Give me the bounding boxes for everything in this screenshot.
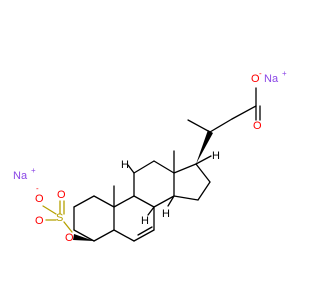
side-chain-bonds [187,87,261,164]
ring-d-bonds [173,163,211,201]
ring-a-bonds [73,195,115,242]
ester-oxygen-label: O [65,232,74,244]
hydrogen-c9-label: H [121,159,129,171]
carbonyl-oxygen-label: O [253,120,262,132]
sulfate-oxygen-bottom-label: O [35,215,44,227]
structure-canvas: Na + O - O Na + O - O S O O H H H H [13,69,287,244]
sodium-ion-charge: + [282,69,287,78]
stereo-h-bonds [127,155,212,216]
sodium-ion-label: Na [264,73,279,85]
c5-c6-double-bond [137,226,153,236]
sulfate-oxygen-minus-charge: - [36,184,39,193]
hydrogen-c14-label: H [162,208,170,220]
sulfur-atom-label: S [56,212,63,224]
hydrogen-c17-label: H [212,150,220,162]
sulfate-oxygen-minus-label: O [35,193,44,205]
carboxylate-oxygen-label: O [251,73,260,85]
hydrogen-c8-label: H [141,215,149,227]
sodium-ion-label-left: Na [13,170,28,182]
sulfate-bonds [42,200,73,233]
ring-b-bonds [113,195,155,242]
sodium-ion-charge-left: + [31,166,36,175]
ring-c-bonds [133,160,175,208]
c3-o-wedge-bond [73,234,94,241]
molecule-structure-diagram: Na + O - O Na + O - O S O O H H H H [13,69,287,244]
carboxylate-oxygen-charge: - [259,69,262,78]
sulfate-oxygen-top-label: O [57,189,66,201]
